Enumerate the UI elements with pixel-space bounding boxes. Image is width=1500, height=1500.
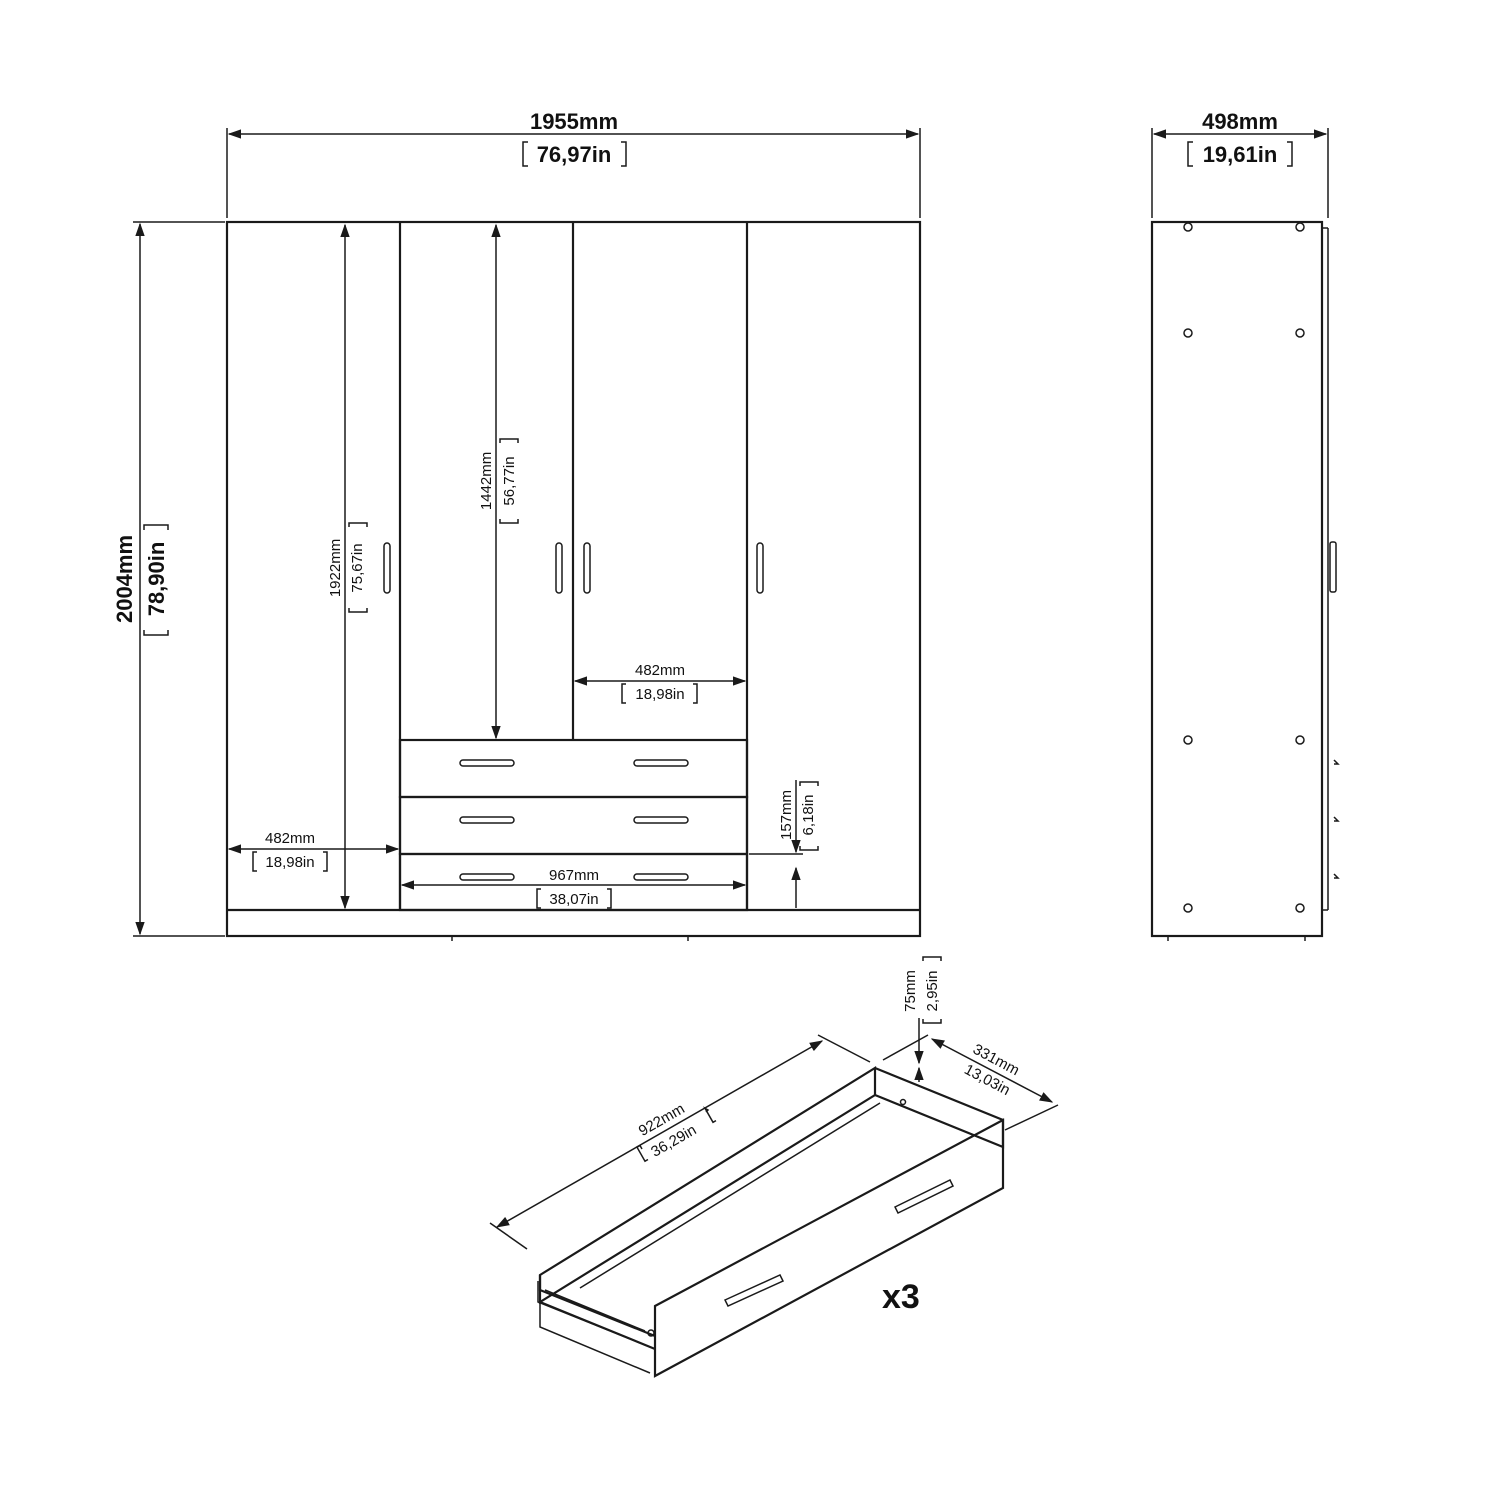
hinge-hole-icon bbox=[1183, 735, 1193, 745]
side-width-in: 18,98in bbox=[265, 854, 314, 871]
overall-height-in: 78,90in bbox=[144, 542, 169, 617]
overall-width-dimension: 1955mm 76,97in bbox=[226, 109, 921, 218]
drawer-handle-icon bbox=[723, 1274, 785, 1307]
door-width-in: 18,98in bbox=[635, 686, 684, 703]
hinge-hole-icon bbox=[1183, 328, 1193, 338]
drawer-isometric-view bbox=[537, 1066, 1005, 1378]
door-handle-icon bbox=[1329, 541, 1337, 593]
drawer-height-75-dimension: 75mm 2,95in bbox=[902, 956, 942, 1082]
drawer-length-dimension: 922mm 36,29in bbox=[489, 1034, 871, 1250]
inner-height-in: 75,67in bbox=[349, 543, 366, 592]
overall-width-in: 76,97in bbox=[537, 142, 612, 167]
drawer-height-in: 6,18in bbox=[800, 795, 817, 836]
drawer-height-75-in: 2,95in bbox=[924, 971, 941, 1012]
drawer-handle-icon bbox=[633, 759, 689, 767]
depth-in: 19,61in bbox=[1203, 142, 1278, 167]
hinge-hole-icon bbox=[1183, 903, 1193, 913]
door-handle-icon bbox=[583, 542, 591, 594]
screw-hole-icon bbox=[899, 1098, 907, 1106]
overall-width-mm: 1955mm bbox=[530, 109, 618, 134]
center-door-height-dimension: 1442mm 56,77in bbox=[478, 223, 519, 740]
overall-height-dimension: 2004mm 78,90in bbox=[112, 221, 225, 937]
center-door-height-mm: 1442mm bbox=[478, 452, 495, 510]
side-width-dimension: 482mm 18,98in bbox=[227, 830, 400, 872]
drawer-width-mm: 967mm bbox=[549, 867, 599, 884]
drawer-height-mm: 157mm bbox=[778, 790, 795, 840]
door-handle-icon bbox=[383, 542, 391, 594]
inner-height-mm: 1922mm bbox=[327, 539, 344, 597]
drawer-handle-icon bbox=[893, 1178, 955, 1215]
depth-dimension: 498mm 19,61in bbox=[1151, 109, 1329, 218]
inner-height-dimension: 1922mm 75,67in bbox=[327, 223, 368, 910]
drawer-handle-icon bbox=[459, 873, 515, 881]
drawer-height-dimension: 157mm 6,18in bbox=[749, 780, 819, 908]
front-view bbox=[225, 220, 922, 941]
overall-height-mm: 2004mm bbox=[112, 535, 137, 623]
hinge-hole-icon bbox=[1295, 735, 1305, 745]
hinge-hole-icon bbox=[1295, 903, 1305, 913]
hinge-hole-icon bbox=[1183, 222, 1193, 232]
hinge-hole-icon bbox=[1295, 222, 1305, 232]
drawer-handle-icon bbox=[459, 759, 515, 767]
door-handle-icon bbox=[555, 542, 563, 594]
drawer-width-in: 38,07in bbox=[549, 891, 598, 908]
drawer-handle-icon bbox=[633, 816, 689, 824]
drawer-height-75-mm: 75mm bbox=[902, 970, 919, 1012]
drawer-width-dimension: 967mm 38,07in bbox=[400, 867, 747, 909]
side-width-mm: 482mm bbox=[265, 830, 315, 847]
screw-hole-icon bbox=[647, 1329, 655, 1337]
door-width-mm: 482mm bbox=[635, 662, 685, 679]
drawer-handle-icon bbox=[459, 816, 515, 824]
drawer-handle-icon bbox=[633, 873, 689, 881]
depth-mm: 498mm bbox=[1202, 109, 1278, 134]
door-width-dimension: 482mm 18,98in bbox=[573, 662, 747, 704]
drawer-quantity: x3 bbox=[882, 1278, 920, 1316]
center-door-height-in: 56,77in bbox=[501, 456, 518, 505]
side-view bbox=[1150, 220, 1340, 941]
hinge-hole-icon bbox=[1295, 328, 1305, 338]
door-handle-icon bbox=[756, 542, 764, 594]
